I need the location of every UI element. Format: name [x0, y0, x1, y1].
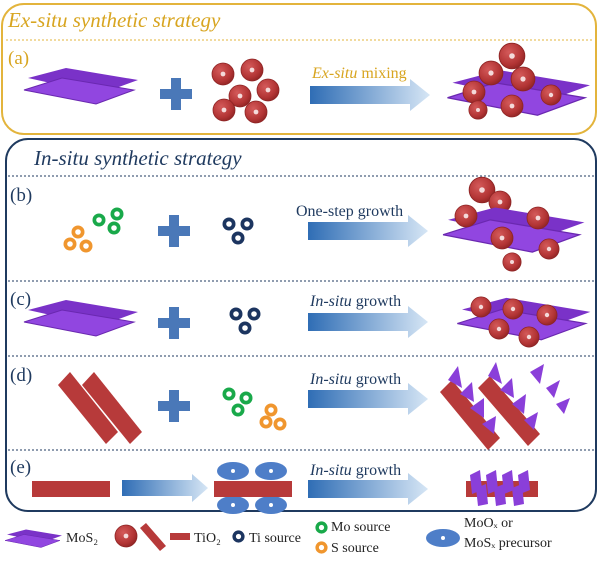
e-arrow-1: [122, 474, 208, 502]
a-tio2-spheres: [211, 58, 280, 124]
d-mo-s-sources: [222, 387, 287, 431]
panel-label-b: (b): [10, 185, 33, 206]
e-arrow-2: [308, 473, 428, 505]
legend-s-icon: [315, 541, 328, 554]
panel-label-e: (e): [10, 457, 32, 478]
panel-label-a: (a): [8, 48, 30, 69]
d-plus-icon: [158, 390, 190, 422]
d-arrow-caption: In-situ growth: [310, 371, 402, 388]
b-arrow-caption: One-step growth: [296, 203, 404, 220]
panel-label-d: (d): [10, 365, 33, 386]
legend-tio2-bar-icon: [170, 533, 190, 540]
legend-tio2-sphere-icon: [114, 524, 138, 548]
legend-mos2-label: MoS₂: [66, 531, 99, 546]
d-product: [440, 362, 570, 450]
legend-s-label: S source: [331, 541, 379, 556]
c-arrow: [308, 306, 428, 338]
insitu-title: In-situ synthetic strategy: [34, 146, 242, 170]
a-plus-icon: [160, 78, 192, 110]
e-precursor-on-rod: [214, 462, 292, 514]
legend-mo-label: Mo source: [331, 520, 391, 535]
b-product: [442, 176, 586, 272]
c-mos2-sheet: [23, 299, 139, 337]
c-product: [456, 296, 591, 348]
a-arrow-caption: Ex-situ mixing: [312, 65, 407, 82]
legend-mo-icon: [315, 521, 328, 534]
d-arrow: [308, 383, 428, 415]
c-arrow-caption: In-situ growth: [310, 293, 402, 310]
legend-precursor-label-2: MoSₓ precursor: [464, 536, 552, 551]
insitu-frame: [5, 138, 597, 512]
e-arrow-caption: In-situ growth: [310, 462, 402, 479]
legend-tio2-label: TiO₂: [194, 531, 221, 546]
d-tio2-rods: [58, 372, 142, 444]
b-mo-s-sources: [63, 207, 124, 253]
a-arrow: [310, 79, 430, 111]
legend-precursor-label-1: MoOₓ or: [464, 516, 513, 531]
legend-tio2-rod-icon: [140, 523, 166, 551]
a-product: [446, 42, 591, 120]
exsitu-title: Ex-situ synthetic strategy: [8, 8, 221, 32]
e-tio2-rod: [32, 481, 110, 497]
exsitu-frame: [1, 3, 597, 135]
a-mos2-sheet: [23, 67, 139, 105]
b-arrow: [308, 215, 428, 247]
panel-label-c: (c): [10, 289, 32, 310]
b-ti-sources: [222, 217, 254, 245]
c-ti-sources: [229, 307, 261, 335]
legend-ti-label: Ti source: [249, 531, 301, 546]
e-product: [466, 470, 538, 506]
c-plus-icon: [158, 307, 190, 339]
legend-ti-icon: [232, 530, 245, 543]
legend-precursor-dot: [441, 536, 445, 540]
legend-mos2-icon: [4, 529, 63, 548]
b-plus-icon: [158, 215, 190, 247]
